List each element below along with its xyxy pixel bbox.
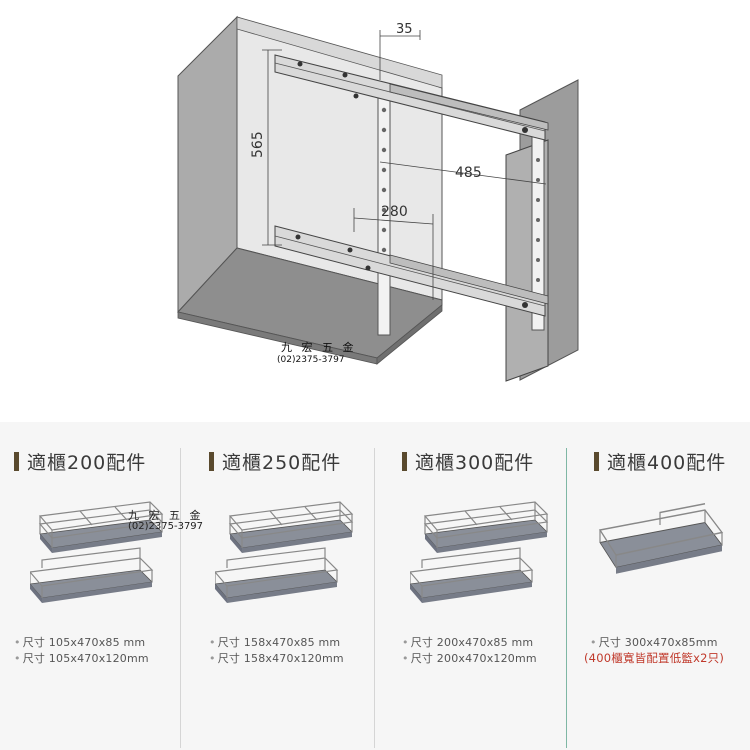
spec-line: •尺寸 105x470x120mm xyxy=(14,652,149,665)
product-title: 適櫃250配件 xyxy=(209,448,341,475)
spec-note: (400櫃寬皆配置低籃x2只) xyxy=(584,651,725,665)
watermark-overlay: 九 宏 五 金 (02)2375-3797 xyxy=(128,509,204,532)
top-slide-rail xyxy=(274,54,549,141)
basket-200-image xyxy=(30,501,163,604)
spec-line: •尺寸 300x470x85mm xyxy=(590,636,718,649)
spec-line: •尺寸 200x470x120mm xyxy=(402,652,537,665)
basket-400-image xyxy=(598,503,724,574)
title-marker xyxy=(209,452,214,471)
dim-35: 35 xyxy=(396,22,413,37)
title-marker xyxy=(402,452,407,471)
spec-line: •尺寸 105x470x85 mm xyxy=(14,636,146,649)
dim-485: 485 xyxy=(455,165,482,181)
basket-250-image xyxy=(215,501,353,604)
product-title: 適櫃300配件 xyxy=(402,448,534,475)
product-title: 適櫃200配件 xyxy=(14,448,146,475)
product-col-200: 適櫃200配件 •尺寸 105x470x85 mm •尺寸 105x470x12… xyxy=(0,422,180,750)
column-divider xyxy=(374,448,375,748)
dim-280: 280 xyxy=(381,204,408,220)
column-divider xyxy=(180,448,181,748)
spec-line: •尺寸 158x470x120mm xyxy=(209,652,344,665)
basket-300-image xyxy=(410,501,548,604)
watermark-phone: (02)2375-3797 xyxy=(277,355,345,365)
column-divider xyxy=(566,448,567,748)
product-col-400: 適櫃400配件 •尺寸 300x470x85mm (400櫃寬皆配置低籃x2只) xyxy=(580,422,750,750)
bottom-slide-rail xyxy=(274,225,549,317)
product-col-300: 適櫃300配件 •尺寸 200x470x85 mm •尺寸 200x470x12… xyxy=(388,422,568,750)
title-marker xyxy=(14,452,19,471)
product-col-250: 適櫃250配件 •尺寸 158x470x85 mm •尺寸 158x470x12… xyxy=(195,422,375,750)
dim-565: 565 xyxy=(250,131,266,158)
cabinet-diagram: 35 565 485 280 九 宏 五 金 (02)2375-3797 xyxy=(177,15,579,382)
spec-line: •尺寸 158x470x85 mm xyxy=(209,636,341,649)
title-marker xyxy=(594,452,599,471)
product-title: 適櫃400配件 xyxy=(594,448,726,475)
watermark-company: 九 宏 五 金 xyxy=(281,340,357,354)
spec-line: •尺寸 200x470x85 mm xyxy=(402,636,534,649)
